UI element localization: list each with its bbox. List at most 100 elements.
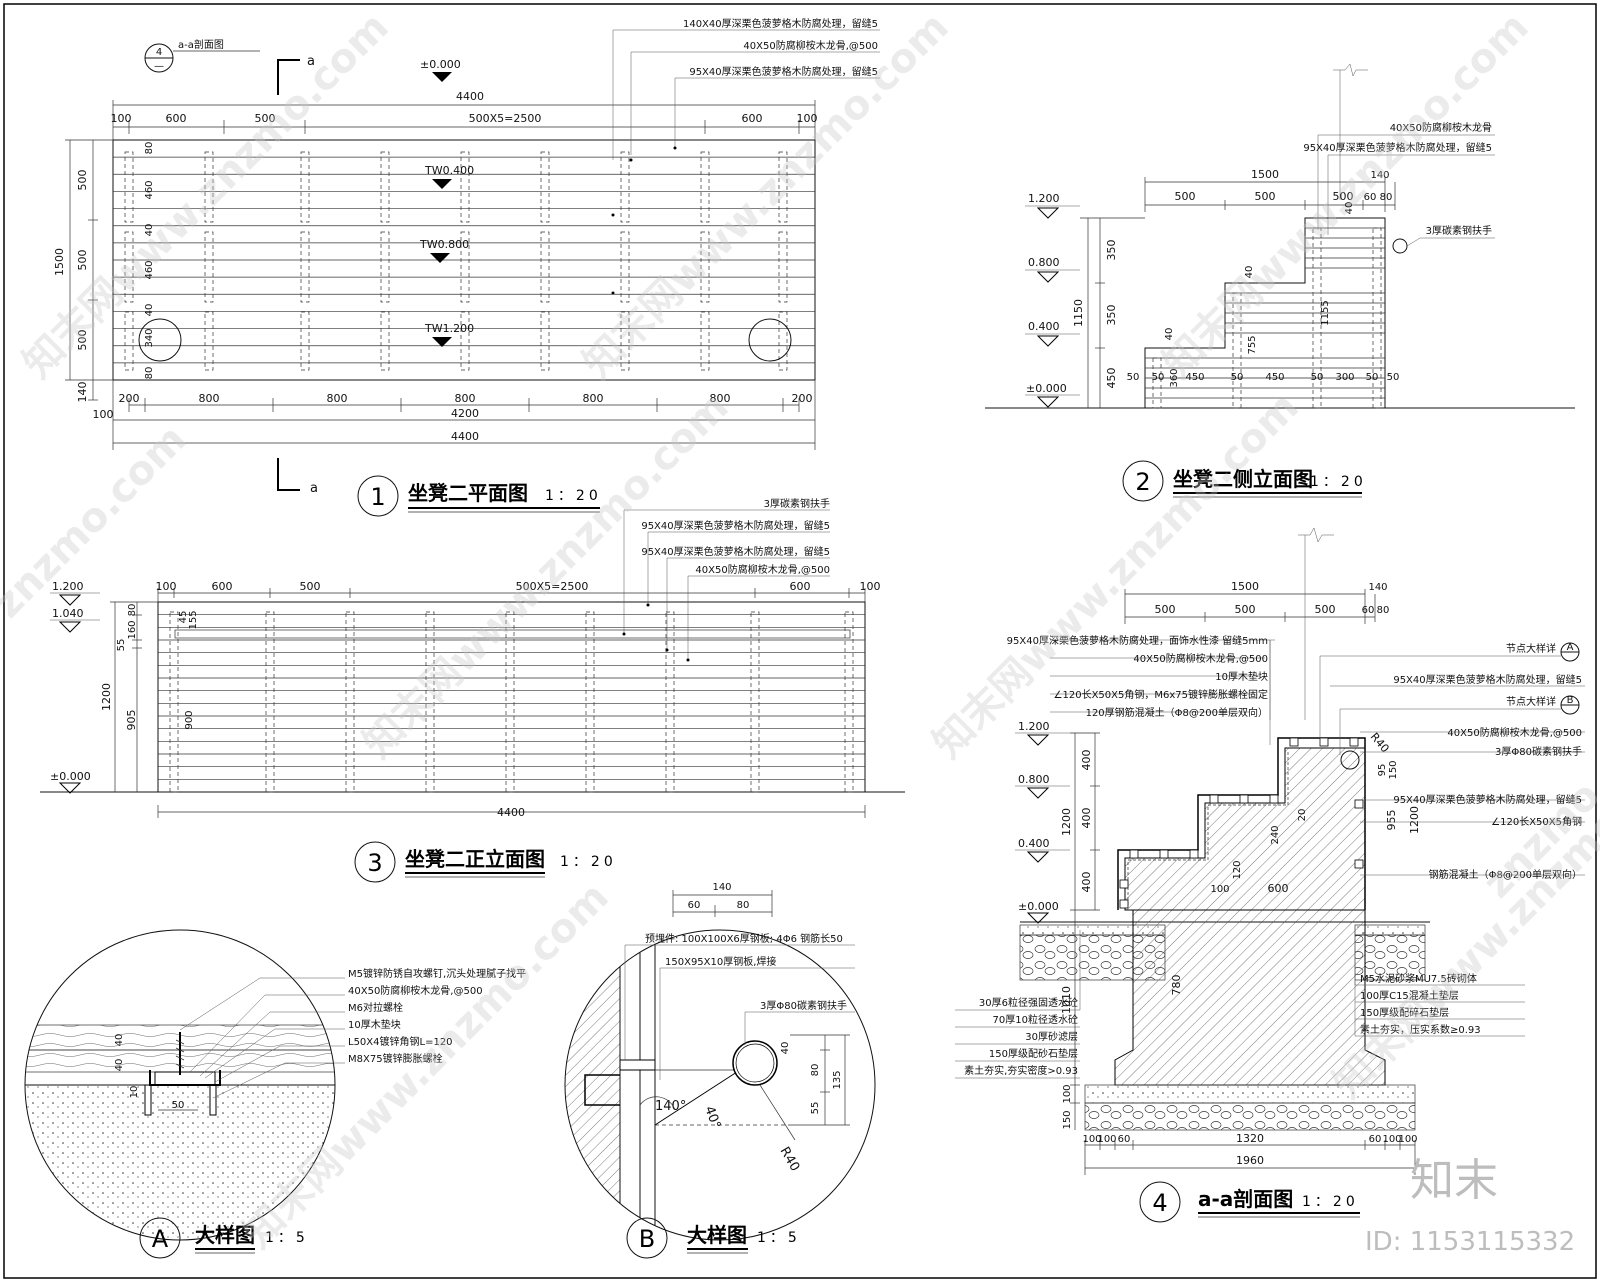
side-bottom-dim-9: 50: [1387, 372, 1400, 383]
plan-bottom-dim-4: 800: [455, 392, 476, 405]
plan-level-tw12: TW1.200: [424, 322, 474, 335]
plan-joist: [778, 311, 788, 371]
section-bottom-dim-6: 100: [1382, 1134, 1401, 1145]
plan-joist: [204, 311, 214, 371]
plan-title-number: 1: [370, 483, 385, 511]
section-note-right-2: 40X50防腐柳桉木龙骨,@500: [1447, 726, 1582, 739]
side-left-total: 1150: [1072, 299, 1085, 327]
plan-joist: [700, 231, 710, 303]
side-level-4: ±0.000: [1026, 382, 1067, 395]
side-bottom-dim-4: 50: [1231, 372, 1244, 383]
section-inner-dim-2: 1200: [1408, 806, 1421, 834]
side-top-dim-1: 500: [1175, 190, 1196, 203]
section-stud: [1354, 799, 1364, 809]
front-left-dim-4: 905: [125, 710, 138, 731]
plan-joist: [300, 231, 310, 303]
section-left-dim-4: 1010: [1060, 986, 1073, 1014]
detail-a-title: 大样图: [195, 1223, 255, 1247]
side-title: 坐凳二侧立面图: [1173, 467, 1313, 491]
side-top-dim-5: 80: [1380, 192, 1393, 203]
front-top-dim-6: 100: [860, 580, 881, 593]
plan-top-dim-4: 500X5=2500: [469, 112, 542, 125]
section-left-dim-6: 100: [1062, 1084, 1073, 1103]
side-level-2: 0.800: [1028, 256, 1060, 269]
detail-a-dim-3: 10: [129, 1086, 140, 1099]
section-left-dim-1: 400: [1080, 750, 1093, 771]
front-post: [585, 611, 595, 793]
section-stud: [1209, 794, 1219, 804]
front-level-2: 1.040: [52, 607, 84, 620]
plan-inner-dim-3: 40: [144, 224, 155, 237]
plan-left-total: 1500: [53, 248, 66, 276]
side-top-dim-3: 500: [1333, 190, 1354, 203]
front-bottom-total: 4400: [497, 806, 525, 819]
section-callout-num: 4: [156, 47, 162, 58]
section-left-dim-5: 150: [1062, 1110, 1073, 1129]
side-left-dim-1: 350: [1105, 240, 1118, 261]
section-inner-dim-8: 20: [1297, 809, 1308, 822]
section-note-left-4: ∠120长X50X5角钢，M6x75镀锌膨胀螺栓固定: [1054, 688, 1268, 701]
section-mark-top: a: [307, 54, 315, 69]
detail-a-note-5: L50X4镀锌角钢L=120: [348, 1035, 453, 1048]
plan-left-dim-3: 500: [76, 330, 89, 351]
watermark-text: 知末网www.znzmo.com: [355, 384, 738, 767]
section-note-left-3: 10厚木垫块: [1215, 670, 1268, 683]
plan-joist: [380, 231, 390, 303]
detail-b-right-dim-3: 55: [810, 1102, 821, 1115]
section-bottom-dim-4: 1320: [1236, 1132, 1264, 1145]
plan-joist: [204, 151, 214, 223]
plan-note-1: 140X40厚深栗色菠萝格木防腐处理，留缝5: [683, 17, 878, 30]
section-stud: [1239, 794, 1249, 804]
section-note-right-1: 95X40厚深栗色菠萝格木防腐处理，留缝5: [1393, 673, 1582, 686]
side-scale: 1：20: [1310, 474, 1367, 490]
section-note-right-4: 95X40厚深栗色菠萝格木防腐处理，留缝5: [1393, 793, 1582, 806]
section-note-br-1: M5水泥砂浆MU7.5砖砌体: [1360, 972, 1477, 985]
watermark-text: 知末网www.znzmo.com: [1325, 724, 1600, 1107]
side-left-dim-3: 450: [1105, 368, 1118, 389]
watermark-short: znzmo.com: [0, 416, 195, 627]
section-title: a-a剖面图: [1198, 1187, 1293, 1211]
front-title-number: 3: [367, 849, 382, 877]
plan-bottom-dim-3: 800: [327, 392, 348, 405]
plan-joist: [124, 311, 134, 371]
section-left-dim-3: 400: [1080, 872, 1093, 893]
plan-joist: [380, 311, 390, 371]
section-left-dim-2: 400: [1080, 808, 1093, 829]
section-top-dim-1: 500: [1155, 603, 1176, 616]
detail-a-dim-2: 40: [114, 1059, 125, 1072]
section-bottom-total: 1960: [1236, 1154, 1264, 1167]
front-left-dim-1: 80: [127, 604, 138, 617]
front-top-dim-5: 600: [790, 580, 811, 593]
plan-top-dim-6: 100: [797, 112, 818, 125]
front-post: [665, 611, 675, 793]
section-level-1: 1.200: [1018, 720, 1050, 733]
section-callout-label: a-a剖面图: [178, 38, 224, 51]
plan-inner-dim-2: 460: [144, 180, 155, 199]
plan-joist: [460, 311, 470, 371]
plan-joist: [620, 151, 630, 223]
front-level-1: 1.200: [52, 580, 84, 593]
section-left-total: 1200: [1060, 808, 1073, 836]
plan-joist: [300, 151, 310, 223]
section-title-number: 4: [1152, 1189, 1167, 1217]
front-note-3: 95X40厚深栗色菠萝格木防腐处理，留缝5: [641, 545, 830, 558]
side-left-dim-2: 350: [1105, 305, 1118, 326]
detail-b-radius: R40: [777, 1145, 803, 1175]
front-post: [345, 611, 355, 793]
plan-title: 坐凳二平面图: [408, 481, 528, 505]
section-stud: [1159, 849, 1169, 859]
front-post: [425, 611, 435, 793]
section-stud: [1269, 794, 1279, 804]
plan-joist: [540, 151, 550, 223]
side-top-total: 1500: [1251, 168, 1279, 181]
sheet-border: [3, 3, 1597, 1279]
plan-joist: [778, 151, 788, 223]
side-bottom-dim-1: 50: [1127, 372, 1140, 383]
section-note-right-3: 3厚Φ80碳素钢扶手: [1495, 745, 1582, 758]
section-callout-den: —: [154, 61, 164, 72]
side-inner-dim-4: 755: [1247, 335, 1258, 354]
section-stud: [1189, 849, 1199, 859]
section-note-right-5: ∠120长X50X5角钢: [1491, 815, 1582, 828]
section-note-bl-2: 70厚10粒径透水砼: [993, 1013, 1078, 1026]
watermark-text: 知末网www.znzmo.com: [575, 4, 958, 387]
